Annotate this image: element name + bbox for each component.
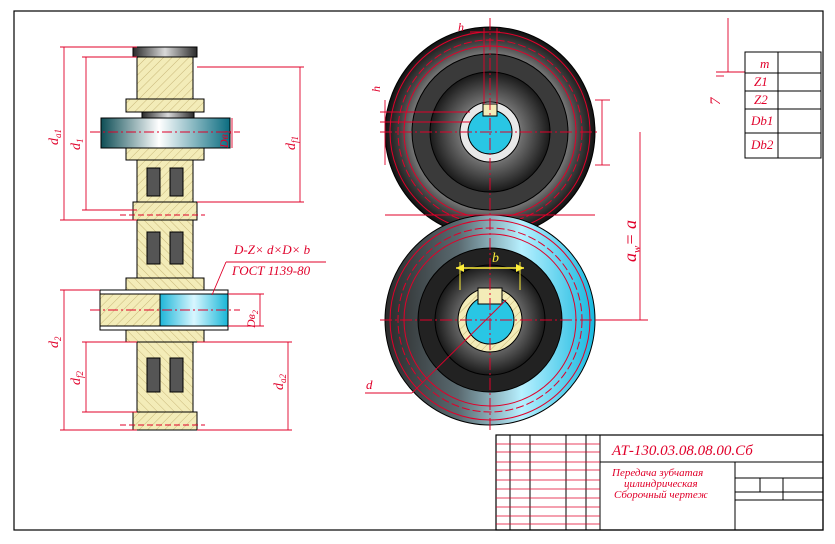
parameter-table: m Z1 Z2 Db1 Db2 (744, 51, 822, 159)
roughness-mark: 7 (708, 18, 745, 105)
label-db1: Dв1 (217, 130, 233, 149)
label-df2: df2 (69, 370, 85, 385)
title-block: АТ-130.03.08.08.00.Сб Передача зубчатая … (495, 434, 824, 531)
drawing-name-line-2: цилиндрическая (624, 478, 698, 490)
label-aw: aw= a (620, 220, 643, 262)
drawing-name-line-1: Передача зубчатая (611, 467, 703, 479)
label-h-side: h (369, 86, 383, 92)
param-row-z1: Z1 (754, 74, 768, 89)
label-h-top: h (458, 20, 464, 34)
label-d1: d1 (69, 139, 85, 151)
section-view: da1 d1 Dв1 df1 D-Z× d×D× b ГОСТ 1139-80 … (47, 46, 326, 431)
label-b: b (492, 251, 499, 266)
label-d2: d2 (47, 336, 63, 348)
param-row-db2: Db2 (750, 137, 774, 152)
param-row-m: m (760, 56, 769, 71)
front-view: h h aw= a b d (365, 18, 648, 430)
label-db2: Dв2 (244, 310, 260, 329)
param-row-db1: Db1 (750, 113, 773, 128)
drawing-name-line-3: Сборочный чертеж (614, 489, 708, 501)
label-spline: D-Z× d×D× b (233, 242, 311, 257)
label-seven: 7 (708, 96, 724, 105)
label-da1: da1 (47, 129, 63, 145)
label-gost: ГОСТ 1139-80 (231, 263, 311, 278)
label-da2: da2 (272, 374, 288, 391)
param-row-z2: Z2 (754, 92, 768, 107)
label-df1: df1 (284, 136, 300, 150)
label-d: d (366, 377, 373, 392)
drawing-code: АТ-130.03.08.08.00.Сб (611, 443, 753, 459)
sheet-frame (13, 10, 824, 531)
